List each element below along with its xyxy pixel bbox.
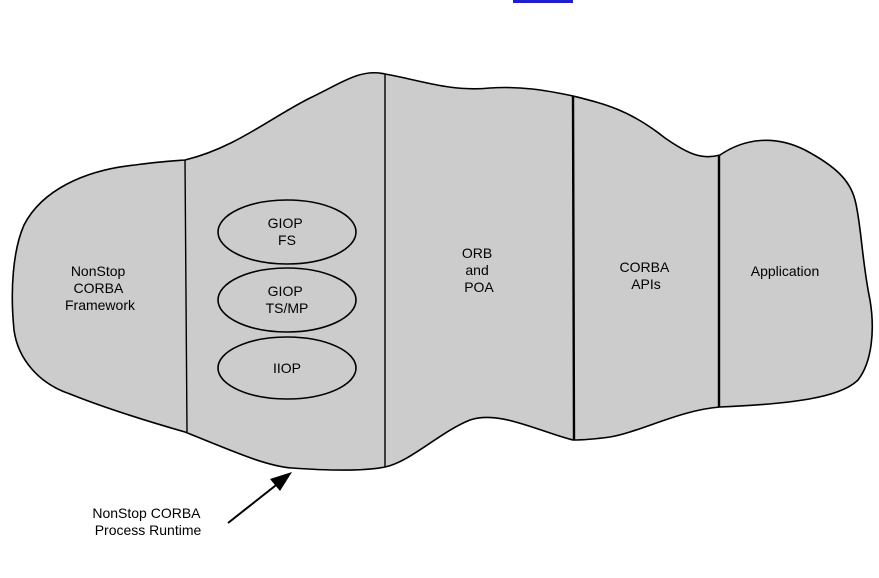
label-corba-apis: CORBA APIs (620, 259, 673, 292)
callout-label-line: NonStop CORBA (92, 505, 201, 521)
callout-label: NonStop CORBA Process Runtime (92, 505, 203, 538)
label-iiop-line: IIOP (273, 360, 301, 376)
divider-apis (571, 95, 576, 441)
label-framework-line: CORBA (74, 280, 124, 296)
label-giop-tsmp-line: TS/MP (266, 300, 309, 316)
giop-fs-ellipse (217, 199, 357, 265)
label-corba-apis-line: APIs (631, 276, 661, 292)
giop-tsmp-ellipse (217, 267, 357, 333)
label-framework: NonStop CORBA Framework (65, 263, 136, 313)
callout-label-line: Process Runtime (95, 522, 202, 538)
label-framework-line: Framework (65, 297, 136, 313)
label-application: Application (751, 263, 820, 279)
label-giop-tsmp: GIOP TS/MP (266, 283, 309, 316)
label-orb-poa: ORB and POA (462, 245, 496, 295)
iiop-ellipse (217, 336, 357, 400)
callout-arrowhead-icon (270, 472, 292, 491)
label-iiop: IIOP (273, 360, 301, 376)
label-giop-fs-line: GIOP (268, 215, 303, 231)
divider-framework (184, 159, 188, 433)
label-application-line: Application (751, 263, 820, 279)
top-link-underline[interactable] (513, 0, 573, 3)
label-giop-tsmp-line: GIOP (268, 283, 303, 299)
label-orb-poa-line: ORB (462, 245, 492, 261)
label-framework-line: NonStop (71, 263, 126, 279)
label-corba-apis-line: CORBA (620, 259, 670, 275)
label-giop-fs-line: FS (278, 232, 296, 248)
callout-arrow-shaft (227, 481, 281, 524)
label-orb-poa-line: POA (464, 279, 494, 295)
label-giop-fs: GIOP FS (268, 215, 307, 248)
process-runtime-cloud (11, 72, 874, 471)
label-orb-poa-line: and (465, 262, 488, 278)
